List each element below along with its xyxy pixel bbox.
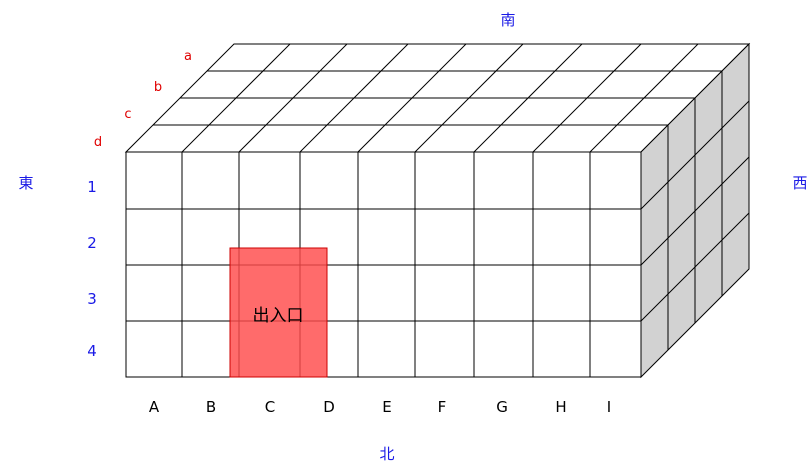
- direction-west: 西: [792, 174, 807, 192]
- column-label-h: H: [555, 398, 566, 416]
- direction-north: 北: [379, 445, 394, 463]
- row-label-1: 1: [87, 178, 97, 196]
- column-label-d: D: [323, 398, 335, 416]
- depth-label-d: d: [94, 135, 102, 150]
- column-label-b: B: [206, 398, 216, 416]
- side-face: [640, 42, 750, 379]
- column-label-f: F: [438, 398, 447, 416]
- direction-east: 東: [18, 174, 33, 192]
- row-label-2: 2: [87, 234, 97, 252]
- depth-label-a: a: [184, 49, 192, 64]
- top-face: [124, 43, 751, 153]
- front-face: [125, 151, 642, 378]
- row-label-3: 3: [87, 290, 97, 308]
- column-label-a: A: [149, 398, 160, 416]
- column-label-i: I: [607, 398, 611, 416]
- direction-south: 南: [500, 11, 515, 29]
- entrance-label: 出入口: [253, 306, 304, 326]
- entrance-highlight: [229, 247, 328, 378]
- column-label-g: G: [496, 398, 508, 416]
- depth-label-b: b: [154, 80, 162, 95]
- depth-label-c: c: [124, 107, 131, 122]
- column-label-c: C: [265, 398, 275, 416]
- column-label-e: E: [382, 398, 391, 416]
- row-label-4: 4: [87, 342, 97, 360]
